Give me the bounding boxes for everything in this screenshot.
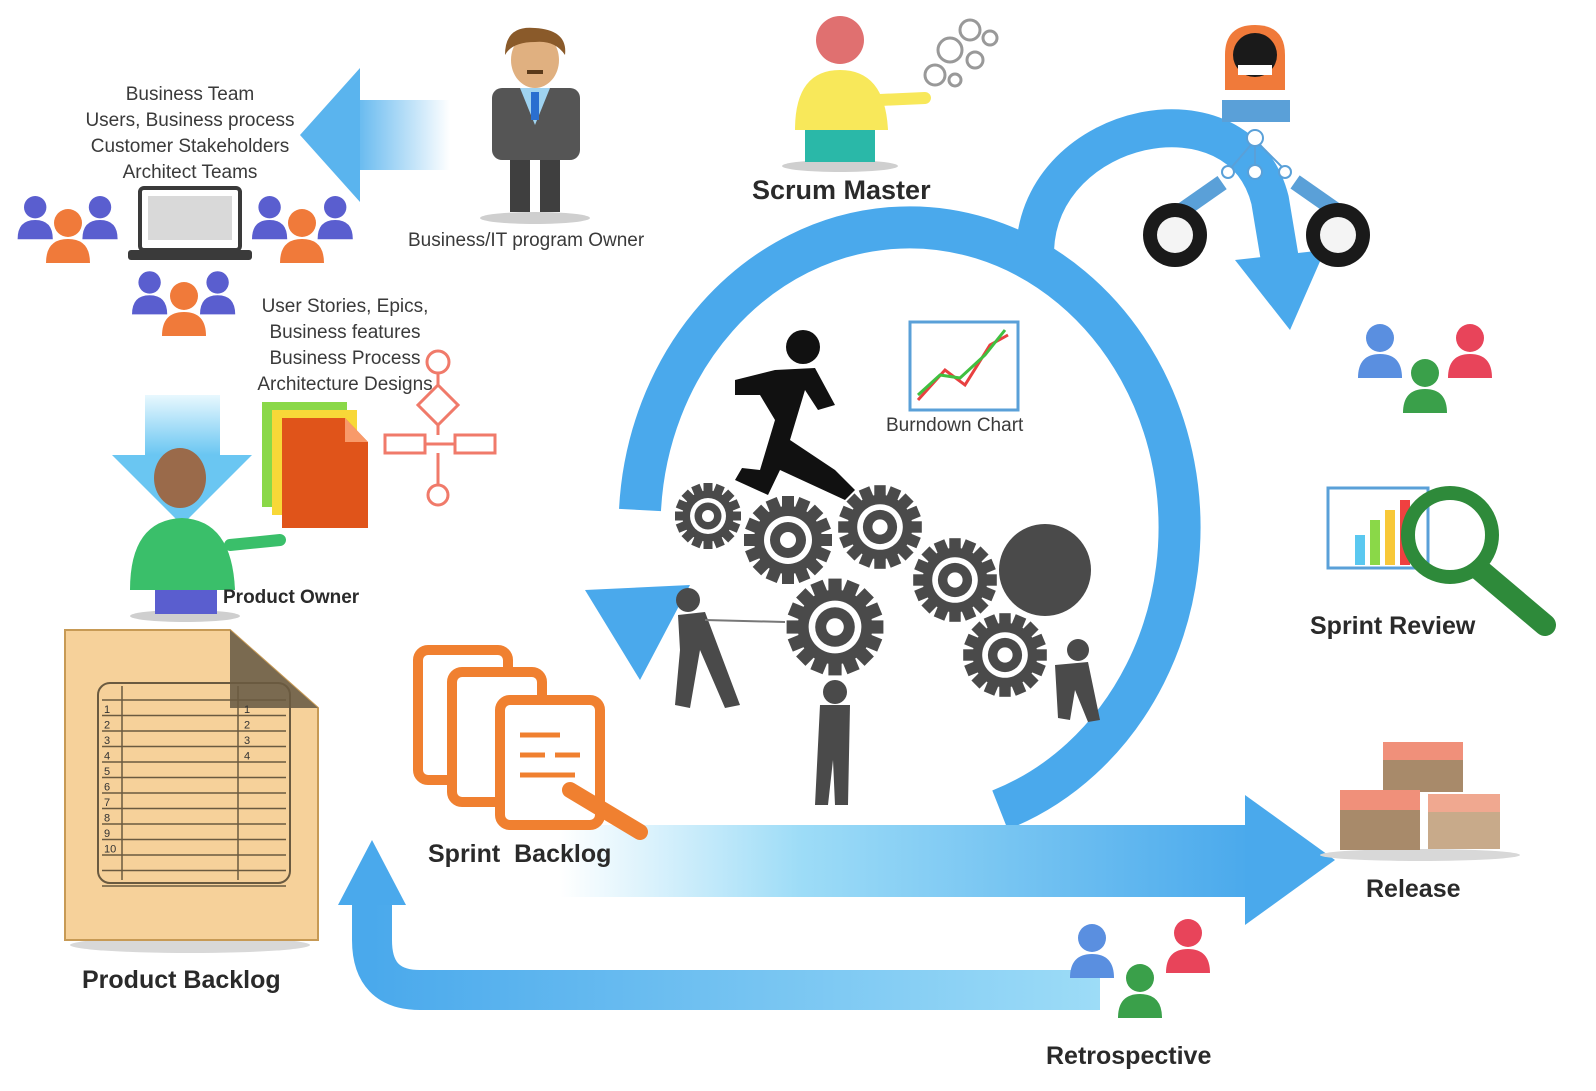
team-people-icon [1358,324,1492,413]
burndown-chart-label: Burndown Chart [886,415,1024,436]
magnifier-icon [1401,486,1556,636]
sprint-cycle-arrow [585,109,1325,830]
documents-icon [262,402,368,528]
backlog-row-number: 4 [104,751,110,763]
business-team-arrow [300,68,450,202]
backlog-row-number: 1 [104,704,110,716]
sprint-review-label: Sprint Review [1310,612,1476,640]
sprint-backlog-icon [413,645,648,840]
backlog-row-number: 7 [104,797,110,809]
backlog-mark: 2 [244,720,250,732]
backlog-row-number: 5 [104,766,110,778]
workers-icon [675,588,1100,805]
release-boxes-icon [1320,742,1520,861]
release-arrow [560,795,1335,925]
backlog-mark: 4 [244,751,250,763]
laptop-icon [128,186,252,260]
user-stories-line-4: Architecture Designs [257,374,433,395]
product-owner-label: Product Owner [223,587,360,608]
backlog-row-number: 6 [104,782,110,794]
business-team-label: Business Team Users, Business process Cu… [60,82,320,186]
backlog-row-number: 9 [104,828,110,840]
flowchart-icon [383,349,497,507]
backlog-row-number: 2 [104,720,110,732]
business-team-line-3: Customer Stakeholders [90,136,290,157]
program-owner-label: Business/IT program Owner [408,230,645,251]
scrum-master-icon [782,16,999,172]
business-team-line-2: Users, Business process [85,110,295,131]
business-team-line-1: Business Team [125,84,255,105]
developers-top-view-icon [1143,25,1370,267]
product-backlog-label: Product Backlog [82,966,281,994]
business-team-line-4: Architect Teams [122,162,258,183]
backlog-row-number: 3 [104,735,110,747]
burndown-chart-icon [908,320,1020,412]
user-stories-line-2: Business features [269,322,421,343]
scrum-master-label: Scrum Master [752,175,931,205]
gears-icon [675,483,1091,697]
retrospective-arrow [338,840,1100,1010]
user-stories-line-1: User Stories, Epics, [261,296,429,317]
release-label: Release [1366,875,1461,903]
backlog-row-number: 10 [104,844,116,856]
product-owner-icon [130,448,286,622]
backlog-mark: 3 [244,735,250,747]
user-stories-line-3: Business Process [269,348,421,369]
retrospective-label: Retrospective [1046,1042,1212,1070]
user-stories-label: User Stories, Epics, Business features B… [245,294,445,398]
backlog-mark: 1 [244,704,250,716]
businessman-icon [480,27,590,224]
sprint-backlog-label: Sprint Backlog [428,840,612,868]
backlog-row-number: 8 [104,813,110,825]
product-backlog-icon [64,629,319,953]
running-man-icon [735,330,855,500]
